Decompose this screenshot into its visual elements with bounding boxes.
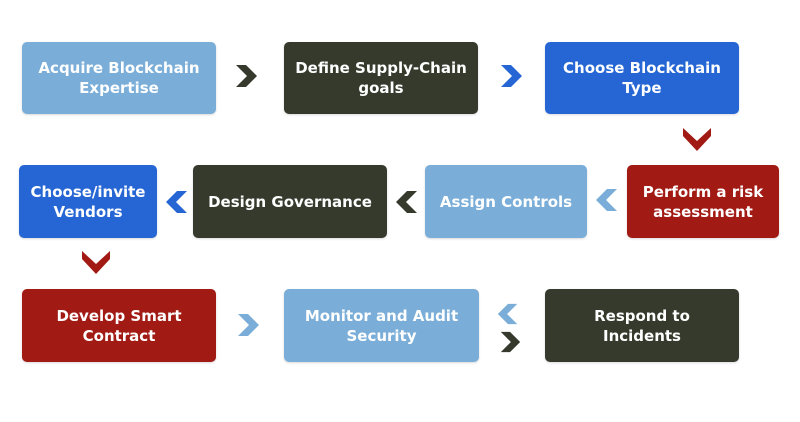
chevron-left-icon (497, 303, 518, 325)
step-choose-invite-vendors: Choose/invite Vendors (19, 165, 157, 238)
arrow-shape (683, 128, 711, 151)
chevron-right-icon (238, 314, 259, 336)
arrow-shape (82, 251, 110, 274)
step-label: Choose Blockchain Type (563, 59, 721, 97)
arrow-shape (236, 65, 257, 87)
arrow-shape (501, 65, 522, 87)
chevron-right-icon (236, 65, 257, 87)
chevron-right-icon (500, 331, 521, 353)
step-label: Assign Controls (439, 192, 573, 211)
arrow-shape (396, 191, 417, 213)
step-develop-smart-contract: Develop Smart Contract (22, 289, 216, 362)
chevron-left-icon (596, 189, 617, 211)
arrow-shape (596, 189, 617, 211)
step-label: Monitor and Audit Security (304, 306, 459, 345)
step-label: Acquire Blockchain Expertise (38, 59, 200, 97)
step-perform-risk-assessment: Perform a risk assessment (627, 165, 779, 238)
step-label: Design Governance (208, 192, 372, 211)
step-choose-blockchain-type: Choose Blockchain Type (545, 42, 739, 114)
step-respond-to-incidents: Respond to Incidents (545, 289, 739, 362)
arrow-shape (497, 303, 518, 325)
chevron-left-icon (396, 191, 417, 213)
step-label: Choose/invite Vendors (30, 182, 146, 221)
arrow-shape (166, 191, 187, 213)
step-design-governance: Design Governance (193, 165, 387, 238)
step-label: Respond to Incidents (594, 306, 690, 345)
step-label: Define Supply-Chain goals (295, 59, 467, 97)
step-label: Develop Smart Contract (56, 306, 182, 345)
arrow-shape (238, 314, 259, 336)
arrow-shape (500, 331, 521, 353)
step-label: Perform a risk assessment (642, 182, 764, 221)
step-monitor-and-audit-security: Monitor and Audit Security (284, 289, 479, 362)
step-define-supply-chain-goals: Define Supply-Chain goals (284, 42, 478, 114)
step-acquire-blockchain-expertise: Acquire Blockchain Expertise (22, 42, 216, 114)
step-assign-controls: Assign Controls (425, 165, 587, 238)
chevron-down-icon (683, 128, 711, 151)
chevron-left-icon (166, 191, 187, 213)
chevron-right-icon (501, 65, 522, 87)
chevron-down-icon (82, 251, 110, 274)
